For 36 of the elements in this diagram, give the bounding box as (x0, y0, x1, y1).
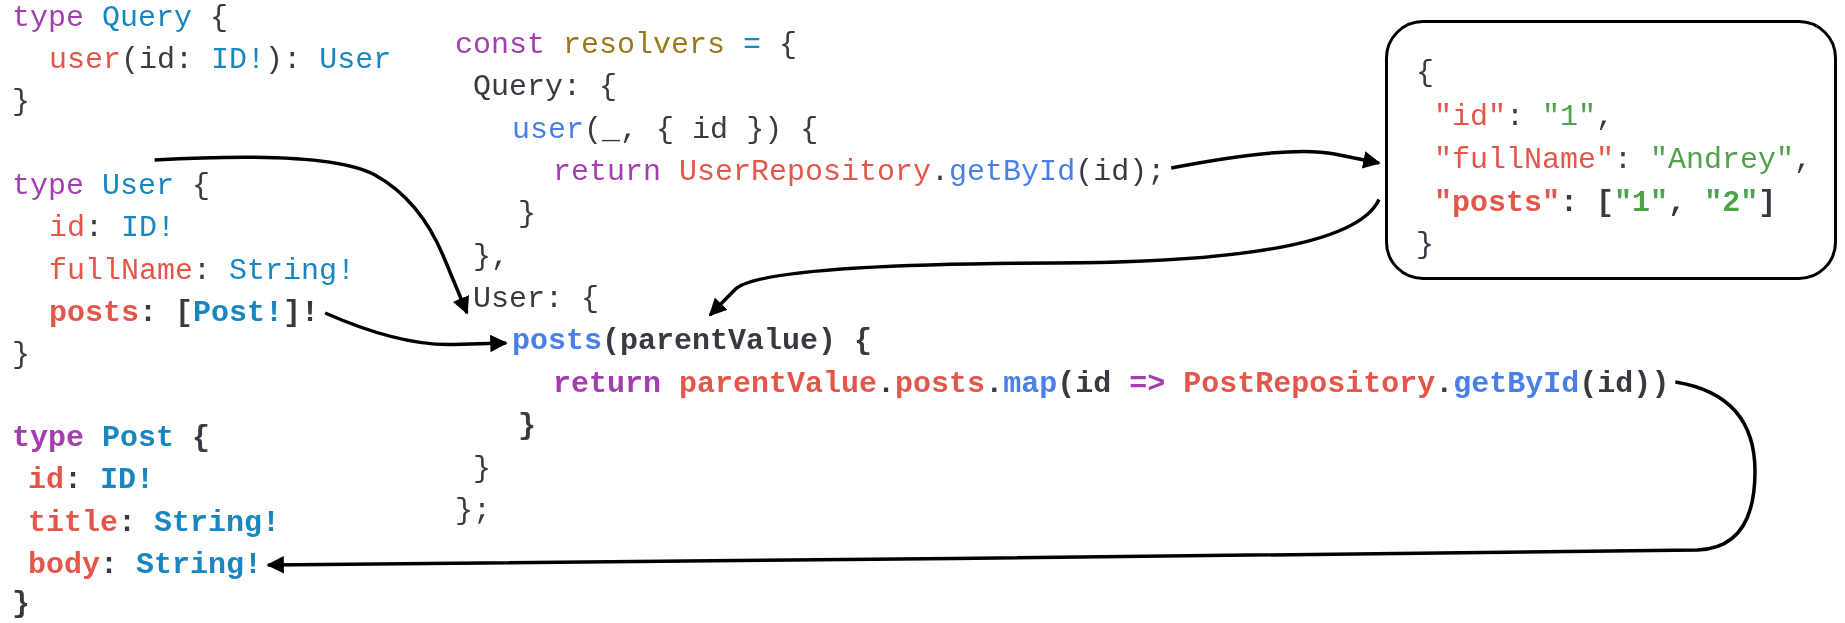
arrow (708, 198, 1381, 317)
code-line: user(id: ID!): User (49, 40, 392, 80)
code-line: fullName: String! (49, 251, 356, 291)
code-line: body: String! (28, 545, 263, 585)
code-line: } (518, 194, 536, 234)
code-line: } (518, 406, 536, 446)
code-line: } (12, 584, 30, 623)
arrow (154, 155, 470, 315)
code-line: return parentValue.posts.map(id => PostRepository.getById(id)) (553, 364, 1670, 404)
arrow (266, 380, 1757, 574)
code-line: "posts": ["1", "2"] (1434, 185, 1777, 222)
json-box (1385, 20, 1837, 280)
code-line: id: ID! (28, 460, 155, 500)
code-line: type Post { (12, 418, 211, 458)
code-line: }, (473, 237, 510, 277)
code-line: user(_, { id }) { (512, 110, 819, 150)
code-line: } (12, 82, 30, 122)
code-line: type Query { (12, 0, 229, 38)
code-line: posts(parentValue) { (512, 321, 873, 361)
arrow (324, 311, 508, 353)
code-line: { (1416, 55, 1434, 92)
code-line: type User { (12, 166, 211, 206)
code-line: "id": "1", (1434, 99, 1615, 136)
code-line: const resolvers = { (455, 25, 798, 65)
code-line: }; (455, 491, 492, 531)
code-line: title: String! (28, 503, 281, 543)
code-line: } (1416, 227, 1434, 264)
arrow (1170, 149, 1381, 170)
code-line: User: { (473, 279, 600, 319)
code-line: id: ID! (49, 208, 176, 248)
code-line: "fullName": "Andrey", (1434, 142, 1813, 179)
code-line: } (473, 449, 491, 489)
code-line: posts: [Post!]! (49, 293, 320, 333)
code-line: Query: { (473, 67, 618, 107)
code-line: return UserRepository.getById(id); (553, 152, 1166, 192)
code-line: } (12, 335, 30, 375)
